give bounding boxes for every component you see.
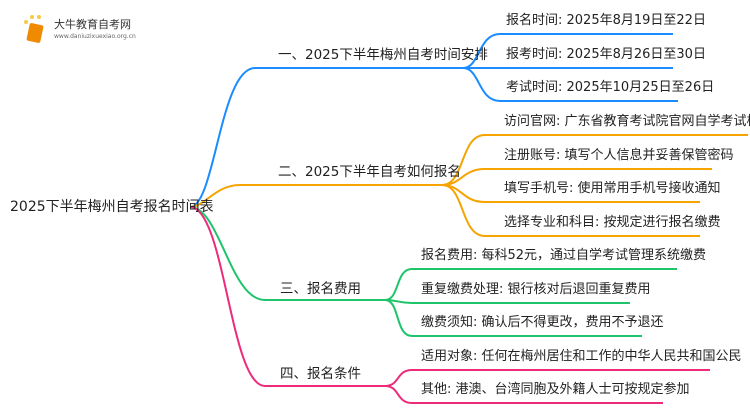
logo-book-icon	[20, 14, 50, 48]
leaf-connector	[462, 33, 673, 69]
branch-1-label: 一、2025下半年梅州自考时间安排	[278, 47, 488, 63]
branch-2-connector	[189, 184, 442, 208]
leaf-connector	[384, 385, 663, 404]
leaf-connector	[384, 299, 630, 304]
leaf-connector	[384, 299, 642, 337]
root-title: 2025下半年梅州自考报名时间表	[10, 199, 214, 215]
leaf-connector	[441, 168, 712, 186]
leaf-connector	[441, 184, 700, 237]
leaf: 注册账号: 填写个人信息并妥善保管密码	[504, 148, 734, 163]
leaf-connector	[462, 67, 678, 102]
leaf: 报名时间: 2025年8月19日至22日	[506, 13, 706, 28]
leaf: 适用对象: 任何在梅州居住和工作的中华人民共和国公民	[421, 349, 742, 364]
branch-3-label: 三、报名费用	[280, 281, 361, 297]
leaf: 报名费用: 每科52元，通过自学考试管理系统缴费	[421, 248, 707, 263]
branch-3-connector	[189, 206, 385, 301]
leaf: 填写手机号: 使用常用手机号接收通知	[504, 181, 721, 196]
branch-2-label: 二、2025下半年自考如何报名	[278, 164, 461, 180]
leaf-connector	[384, 268, 677, 301]
leaf: 选择专业和科目: 按规定进行报名缴费	[504, 215, 721, 230]
branch-1-connector	[189, 67, 463, 208]
branch-4-label: 四、报名条件	[280, 366, 361, 382]
leaf: 其他: 港澳、台湾同胞及外籍人士可按规定参加	[421, 382, 690, 397]
leaf-connector	[384, 369, 710, 387]
leaf: 访问官网: 广东省教育考试院官网自学考试栏目	[504, 114, 750, 129]
branch-4-connector	[189, 206, 385, 387]
leaf: 考试时间: 2025年10月25日至26日	[506, 80, 715, 95]
leaf: 缴费须知: 确认后不得更改，费用不予退还	[421, 315, 664, 330]
leaf: 报考时间: 2025年8月26日至30日	[506, 47, 706, 62]
logo-title: 大牛教育自考网	[54, 18, 131, 31]
leaf: 重复缴费处理: 银行核对后退回重复费用	[421, 282, 651, 297]
logo-url: www.daniuzixuexiao.org.cn	[54, 33, 136, 40]
leaf-connector	[441, 134, 748, 186]
